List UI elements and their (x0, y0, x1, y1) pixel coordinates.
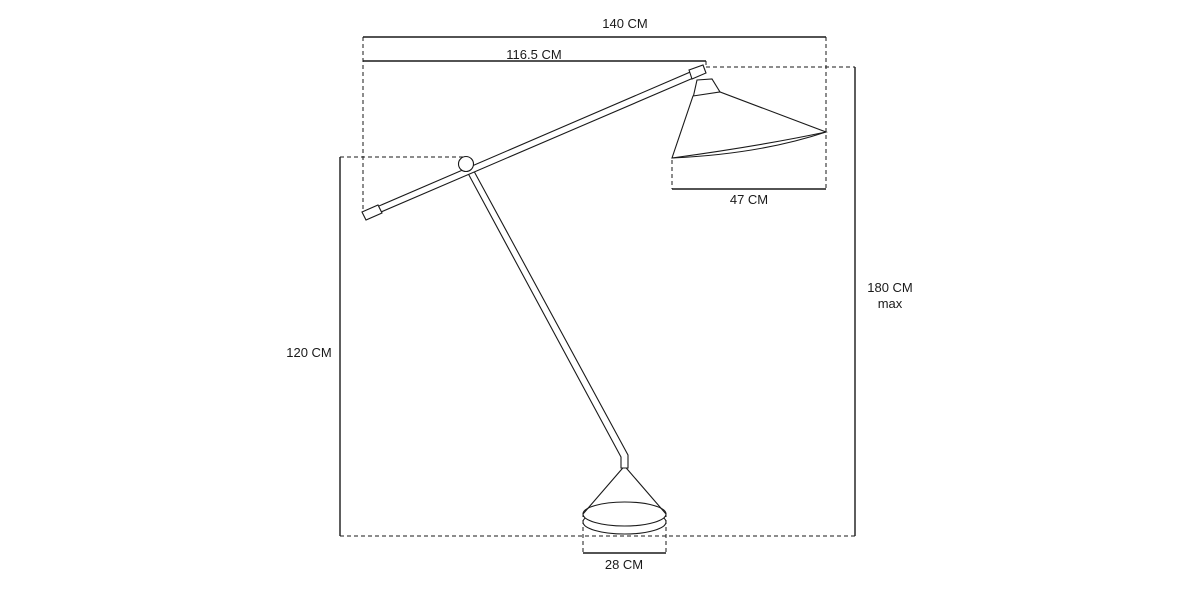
max-height-label: 180 CM (867, 280, 913, 295)
pivot-knob (457, 155, 475, 173)
max-height-qualifier-label: max (878, 296, 903, 311)
overall-width-label: 140 CM (602, 16, 648, 31)
pivot-height-label: 120 CM (286, 345, 332, 360)
extension-lines (340, 37, 855, 553)
lamp-shade (671, 78, 828, 159)
arm-end-cap (361, 204, 383, 221)
base-width-label: 28 CM (605, 557, 643, 572)
lamp-base (582, 465, 667, 535)
shade-width-label: 47 CM (730, 192, 768, 207)
arm-length-label: 116.5 CM (506, 47, 561, 62)
shade-joint (688, 64, 707, 80)
lamp-stem (462, 161, 629, 469)
lamp-arm (361, 64, 707, 221)
